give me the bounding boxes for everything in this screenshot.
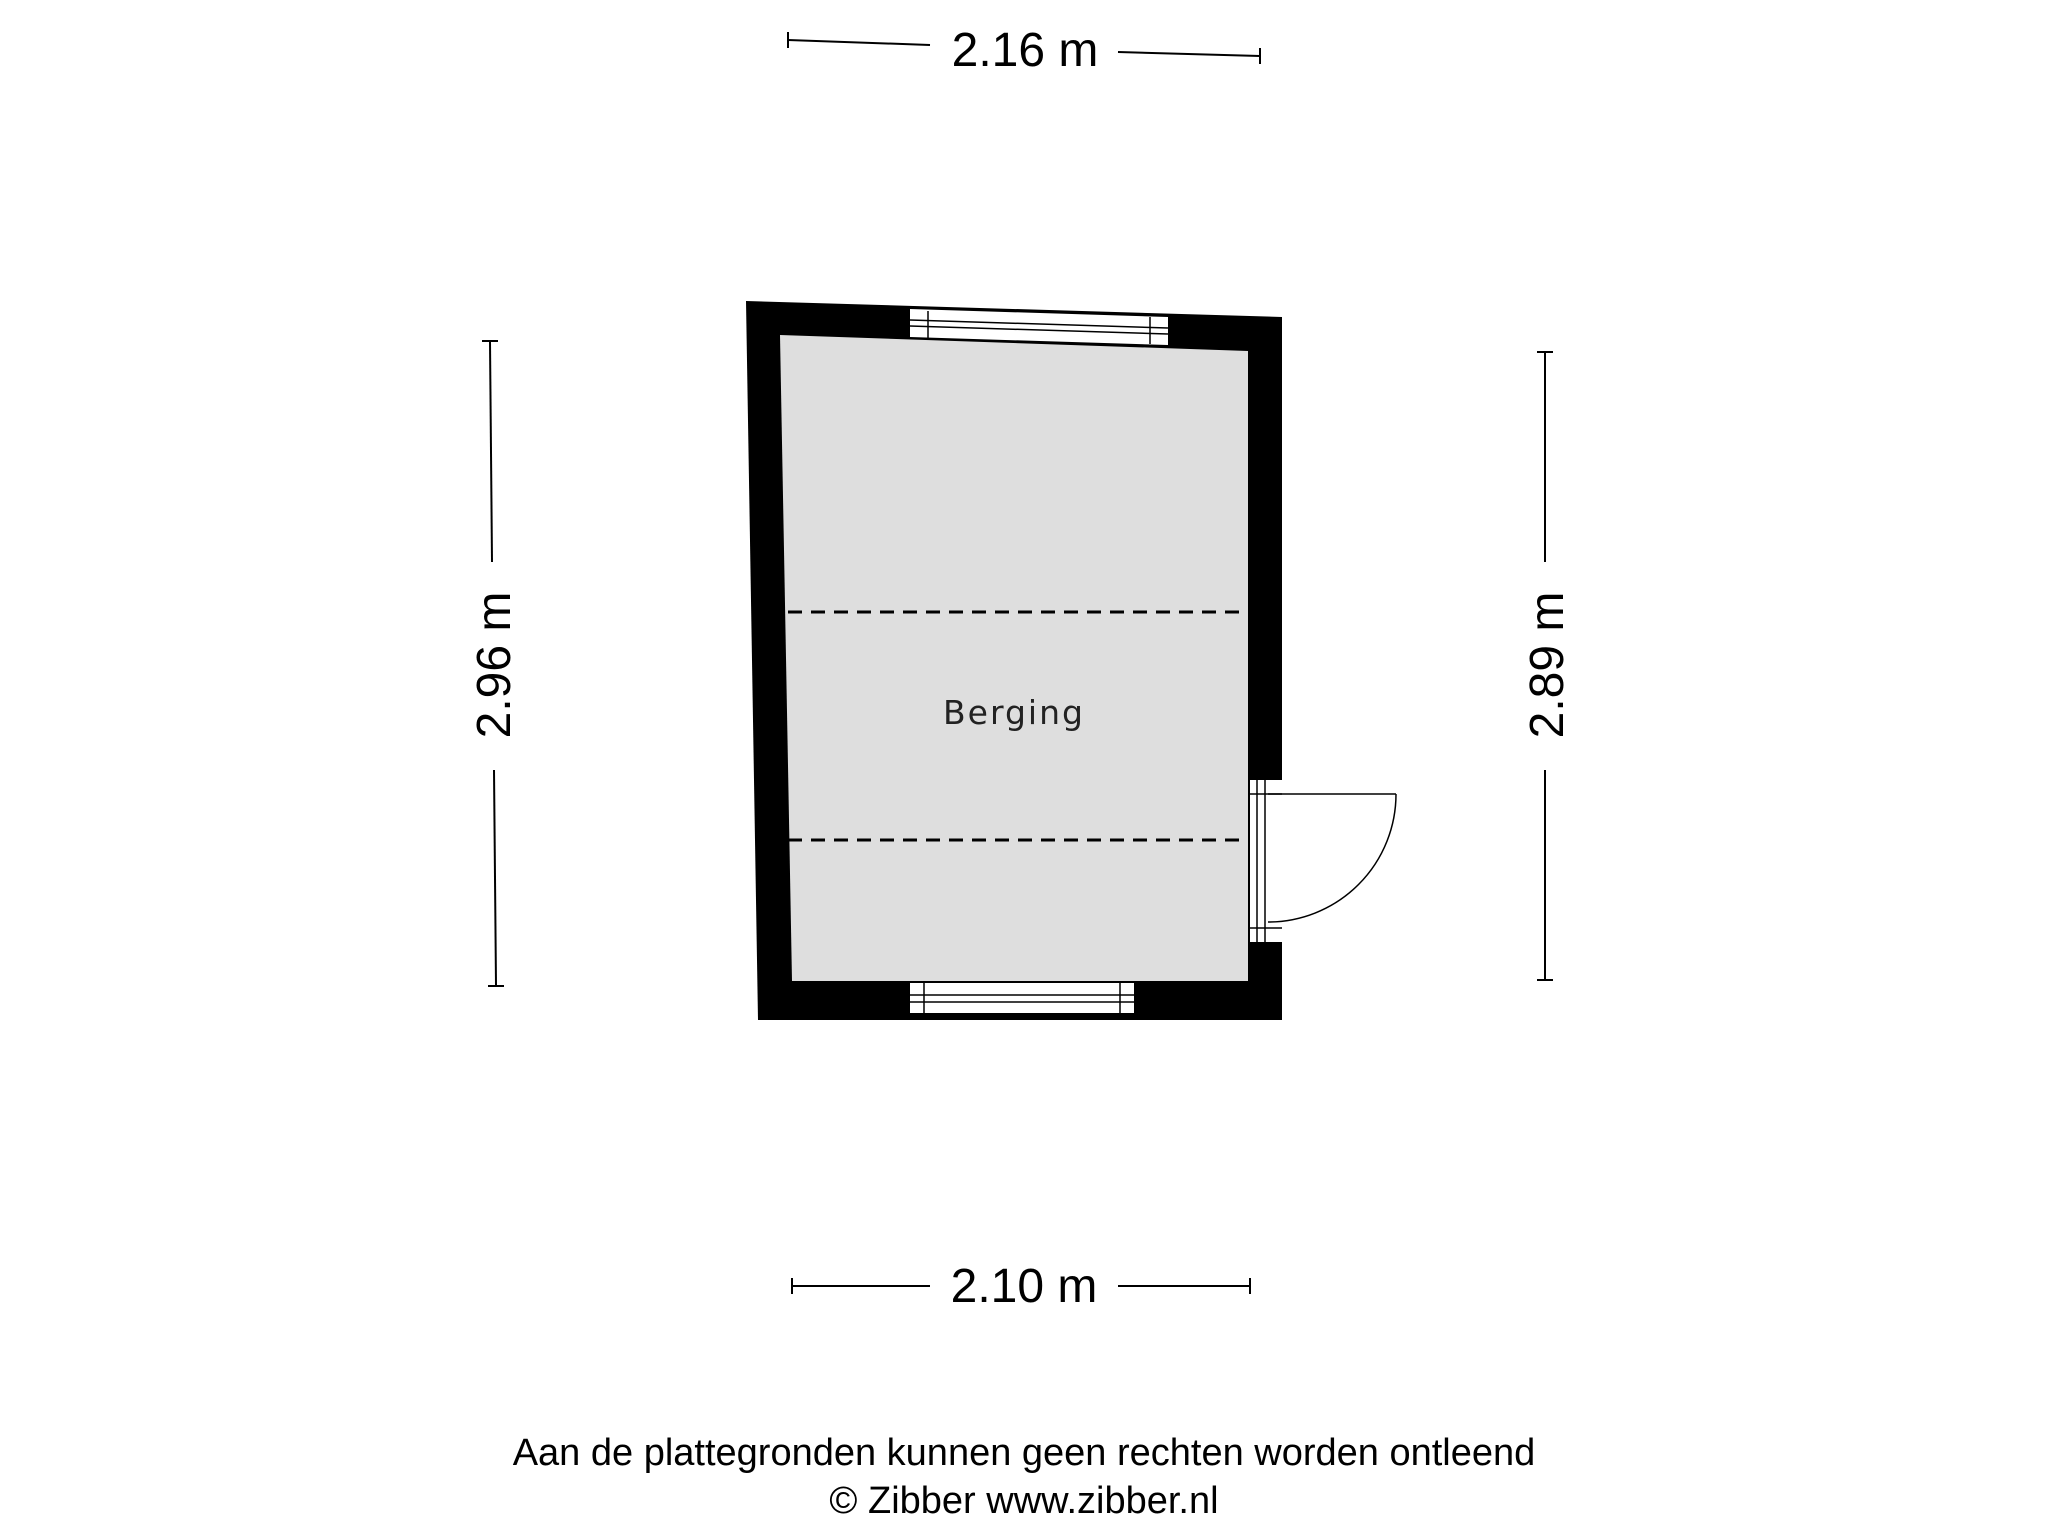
room-floor: [780, 335, 1248, 981]
dimension-right: 2.89 m: [1521, 351, 1574, 981]
dimension-top: 2.16 m: [787, 24, 1261, 77]
dimension-left-label: 2.96 m: [468, 592, 521, 739]
door-right: [1250, 780, 1397, 942]
dimension-bottom-label: 2.10 m: [951, 1260, 1098, 1313]
dimension-bottom: 2.10 m: [791, 1260, 1251, 1313]
dimension-right-label: 2.89 m: [1521, 592, 1574, 739]
window-top: [909, 309, 1169, 345]
room-label-berging: Berging: [943, 693, 1085, 732]
dimension-left: 2.96 m: [468, 340, 521, 987]
window-bottom: [910, 983, 1134, 1013]
dimension-top-label: 2.16 m: [952, 24, 1099, 77]
disclaimer-text: Aan de plattegronden kunnen geen rechten…: [512, 1432, 1536, 1474]
copyright-text: © Zibber www.zibber.nl: [829, 1480, 1219, 1522]
